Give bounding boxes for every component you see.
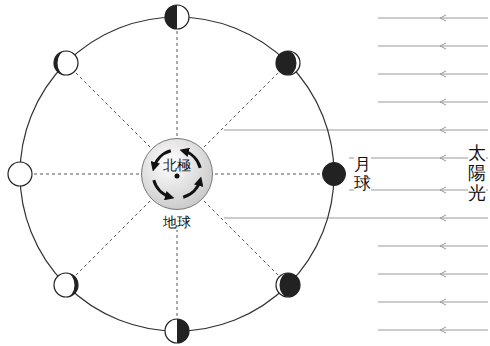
ray [378, 274, 488, 275]
ray [224, 218, 488, 219]
earth-label: 地球 [163, 214, 191, 230]
rotation-arrow [154, 151, 171, 168]
ray [349, 190, 488, 191]
spoke [204, 201, 278, 275]
sunlight-label: 太陽光 [468, 142, 486, 203]
moon-dark [165, 5, 189, 29]
moon-lit [276, 273, 288, 297]
ray-arrowhead [440, 243, 446, 249]
ray-arrowhead [440, 127, 446, 133]
ray [378, 246, 488, 247]
spoke [204, 73, 278, 147]
moon-lit [165, 319, 177, 343]
moon-outline [276, 51, 300, 75]
rotation-arrow [183, 180, 200, 197]
moon-orbit [20, 17, 334, 331]
spoke [76, 201, 150, 275]
ray [378, 330, 488, 331]
pole-dot [175, 174, 180, 179]
ray [378, 74, 488, 75]
moon-last-quarter [165, 319, 189, 343]
rotation-arrow [183, 151, 200, 168]
moon-lit [8, 162, 32, 186]
ray-arrowhead [440, 215, 446, 221]
north-pole-label: 北極 [163, 158, 191, 172]
spoke [177, 229, 178, 317]
moon-outline [165, 319, 189, 343]
ray [224, 130, 488, 131]
moon-first-quarter [165, 5, 189, 29]
ray-arrowhead [440, 299, 446, 305]
moon-waning-gibbous [54, 273, 78, 297]
ray-arrowhead [440, 155, 446, 161]
moon-outline [276, 273, 300, 297]
earth-circle: 北極地球 [141, 138, 213, 210]
ray [378, 102, 488, 103]
moon-dark [165, 319, 189, 343]
moon-dark [54, 51, 78, 75]
moon-dark [54, 273, 78, 297]
ray [349, 158, 488, 159]
moon-waxing-crescent [276, 51, 300, 75]
node-outline [323, 163, 346, 186]
moon-waxing-gibbous [54, 51, 78, 75]
moon-outline [165, 5, 189, 29]
moon-lit [177, 5, 189, 29]
spoke [76, 73, 150, 147]
new-moon-circle: 月球 [322, 162, 346, 186]
spoke [177, 31, 178, 136]
ray [378, 18, 488, 19]
node-outline [142, 139, 213, 210]
moon-outline [54, 51, 78, 75]
moon-dark [276, 273, 300, 297]
node-shape [141, 138, 213, 210]
ray-arrowhead [440, 43, 446, 49]
spoke [34, 174, 139, 175]
ray-arrowhead [440, 271, 446, 277]
moon-waning-crescent [276, 273, 300, 297]
node-shape [322, 162, 346, 186]
ray-arrowhead [440, 327, 446, 333]
moon-dark [276, 51, 300, 75]
moon-full [8, 162, 32, 186]
ray [378, 302, 488, 303]
ray-arrowhead [440, 99, 446, 105]
rotation-arrow [154, 180, 171, 197]
ray-arrowhead [440, 15, 446, 21]
moon-lit [288, 51, 300, 75]
dotted-spoke [215, 174, 320, 175]
ray-arrowhead [440, 187, 446, 193]
ray [378, 46, 488, 47]
ray-arrowhead [440, 71, 446, 77]
moon-label: 月球 [354, 154, 371, 193]
moon-outline [54, 273, 78, 297]
